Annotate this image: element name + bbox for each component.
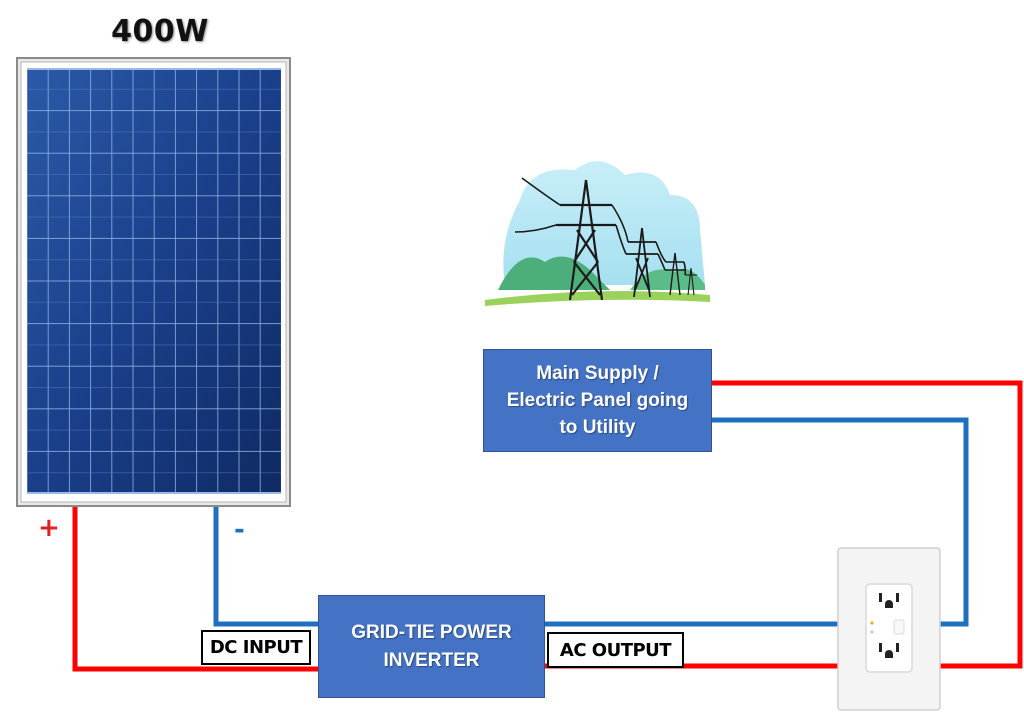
inverter-line-1: GRID-TIE POWER: [351, 621, 512, 643]
positive-sign: +: [38, 513, 60, 543]
dc-input-label: DC INPUT: [201, 630, 311, 665]
solar-panel: [16, 57, 291, 507]
utility-panel-box: Main Supply / Electric Panel going to Ut…: [483, 349, 712, 452]
utility-line-1: Main Supply /: [536, 363, 659, 384]
utility-line-2: Electric Panel going: [506, 390, 689, 411]
ac-neutral-wire: [545, 417, 969, 627]
negative-sign: -: [234, 515, 245, 545]
power-lines-icon: [485, 161, 710, 306]
inverter-line-2: INVERTER: [383, 649, 480, 671]
utility-line-3: to Utility: [559, 417, 636, 438]
gfci-outlet-icon: [837, 547, 941, 711]
panel-wattage-label: 400W: [111, 14, 209, 49]
inverter-box: GRID-TIE POWER INVERTER: [318, 595, 545, 698]
positive-dc-wire: [72, 505, 318, 672]
ac-output-label: AC OUTPUT: [547, 632, 684, 668]
negative-dc-wire: [213, 505, 318, 627]
